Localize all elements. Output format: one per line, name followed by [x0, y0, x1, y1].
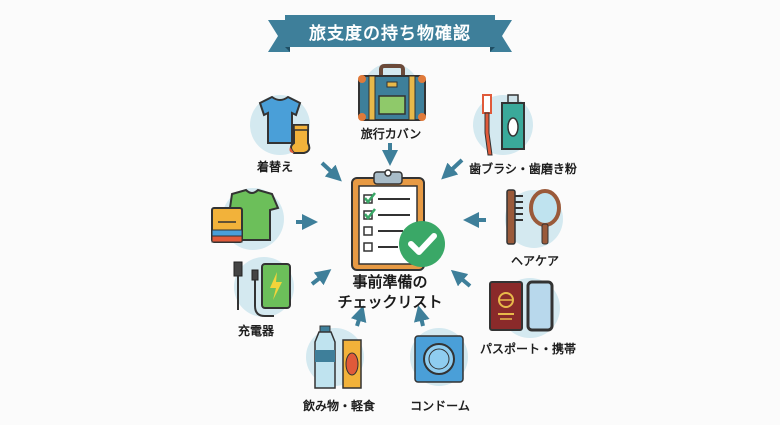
charger-battery-icon: [233, 261, 291, 317]
tshirt-sock-icon: [258, 95, 311, 154]
center-title-line1: 事前準備の: [352, 273, 428, 291]
item-label: 着替え: [256, 160, 294, 174]
bottle-snack-icon: [314, 325, 362, 389]
item-label: 歯ブラシ・歯磨き粉: [469, 162, 577, 176]
item-label: コンドーム: [410, 399, 470, 413]
center-title-line2: チェックリスト: [337, 293, 443, 311]
item-label: 旅行カバン: [360, 127, 422, 141]
page-title: 旅支度の持ち物確認: [285, 15, 495, 47]
passport-phone-icon: [489, 280, 554, 332]
center-title: 事前準備の チェックリスト: [337, 272, 442, 312]
suitcase-icon: [358, 64, 426, 121]
item-label: 充電器: [237, 324, 275, 338]
comb-mirror-icon: [506, 189, 561, 245]
banner-ribbon-left: [268, 20, 512, 52]
clipboard-icon: [351, 169, 445, 271]
folded-clothes-icon: [211, 188, 280, 243]
condom-icon: [414, 335, 464, 383]
item-label: パスポート・携帯: [479, 342, 577, 356]
item-label: ヘアケア: [510, 254, 560, 268]
toothbrush-toothpaste-icon: [482, 94, 525, 156]
item-label: 飲み物・軽食: [302, 399, 376, 413]
